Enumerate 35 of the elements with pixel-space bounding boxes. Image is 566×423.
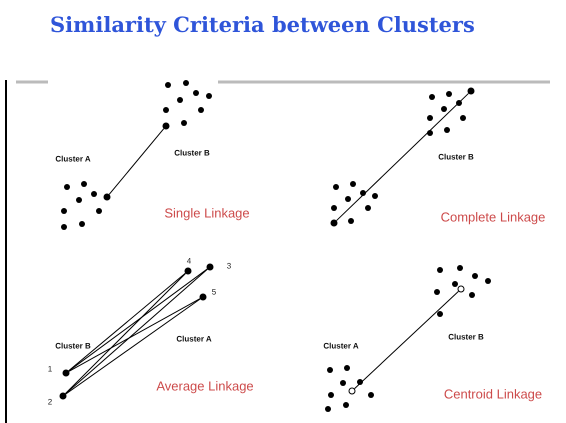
- cluster-label: Cluster A: [176, 334, 212, 344]
- cluster-label: Cluster A: [55, 154, 91, 164]
- linkage-line: [108, 128, 164, 195]
- point-number: 4: [186, 256, 192, 266]
- linkage-line: [64, 272, 186, 394]
- data-point: [60, 392, 66, 400]
- method-label: Centroid Linkage: [444, 386, 542, 402]
- data-point: [206, 264, 214, 270]
- method-label: Single Linkage: [164, 206, 250, 220]
- data-point: [330, 220, 338, 226]
- linkage-line: [68, 298, 200, 372]
- cluster-label: Cluster B: [448, 332, 484, 342]
- linkage-line: [65, 268, 208, 394]
- method-label: Average Linkage: [156, 378, 254, 394]
- data-point: [162, 122, 170, 130]
- data-point: [104, 194, 110, 200]
- linkage-line: [65, 298, 201, 394]
- data-point: [62, 370, 70, 376]
- data-point: [184, 268, 192, 274]
- data-point: [468, 88, 474, 94]
- point-number: 2: [48, 398, 52, 406]
- linkage-line: [68, 272, 186, 372]
- linkage-line: [68, 268, 208, 372]
- point-number: 3: [226, 262, 232, 270]
- cluster-label: Cluster B: [438, 152, 474, 162]
- cluster-label: Cluster A: [323, 342, 359, 350]
- method-label: Complete Linkage: [440, 210, 546, 224]
- point-number: 1: [48, 364, 52, 374]
- data-point: [200, 294, 206, 300]
- slide-title: Similarity Criteria between Clusters: [50, 12, 475, 37]
- cluster-label: Cluster B: [55, 342, 91, 350]
- cluster-label: Cluster B: [174, 148, 210, 158]
- centroid-marker: [458, 286, 464, 292]
- centroid-marker: [348, 388, 356, 394]
- point-number: 5: [212, 288, 216, 296]
